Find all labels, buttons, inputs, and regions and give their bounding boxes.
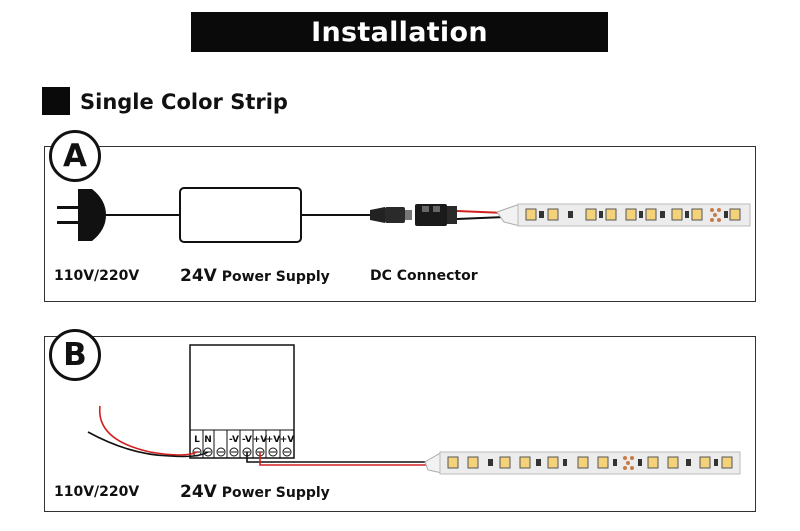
psu-text-a: Power Supply xyxy=(221,269,330,285)
mains-wires-b xyxy=(87,405,209,458)
terminal-label-pos1: +V xyxy=(253,435,268,445)
mains-label-b: 110V/220V xyxy=(54,484,140,500)
led-strip-a xyxy=(496,203,751,227)
terminal-label-n: N xyxy=(204,435,212,445)
power-adapter-box xyxy=(179,187,302,243)
psu-voltage-b: 24V xyxy=(180,482,217,502)
psu-text-b: Power Supply xyxy=(221,485,330,501)
plug-icon xyxy=(57,189,106,241)
section-title: Single Color Strip xyxy=(80,90,288,114)
psu-label-b: 24V Power Supply xyxy=(180,482,330,502)
output-wires-b xyxy=(246,452,440,466)
section-marker xyxy=(42,87,70,115)
psu-label-a: 24V Power Supply xyxy=(180,266,330,286)
dc-plug xyxy=(370,207,412,223)
terminal-label-pos3: +V xyxy=(280,435,295,445)
badge-a: A xyxy=(49,130,101,182)
terminal-label-l: L xyxy=(194,435,200,445)
dc-connector-icon xyxy=(415,204,457,226)
terminal-label-neg2: -V xyxy=(242,435,252,445)
terminal-power-supply: L N -V -V +V +V +V xyxy=(189,344,295,459)
diagram-panel-b xyxy=(44,336,756,512)
terminal-label-neg1: -V xyxy=(229,435,239,445)
badge-b: B xyxy=(49,329,101,381)
terminal-label-pos2: +V xyxy=(266,435,281,445)
page-title: Installation xyxy=(191,12,608,52)
psu-voltage-a: 24V xyxy=(180,266,217,286)
dc-connector-label: DC Connector xyxy=(370,268,478,284)
led-strip-b xyxy=(424,451,741,475)
mains-label-a: 110V/220V xyxy=(54,268,140,284)
